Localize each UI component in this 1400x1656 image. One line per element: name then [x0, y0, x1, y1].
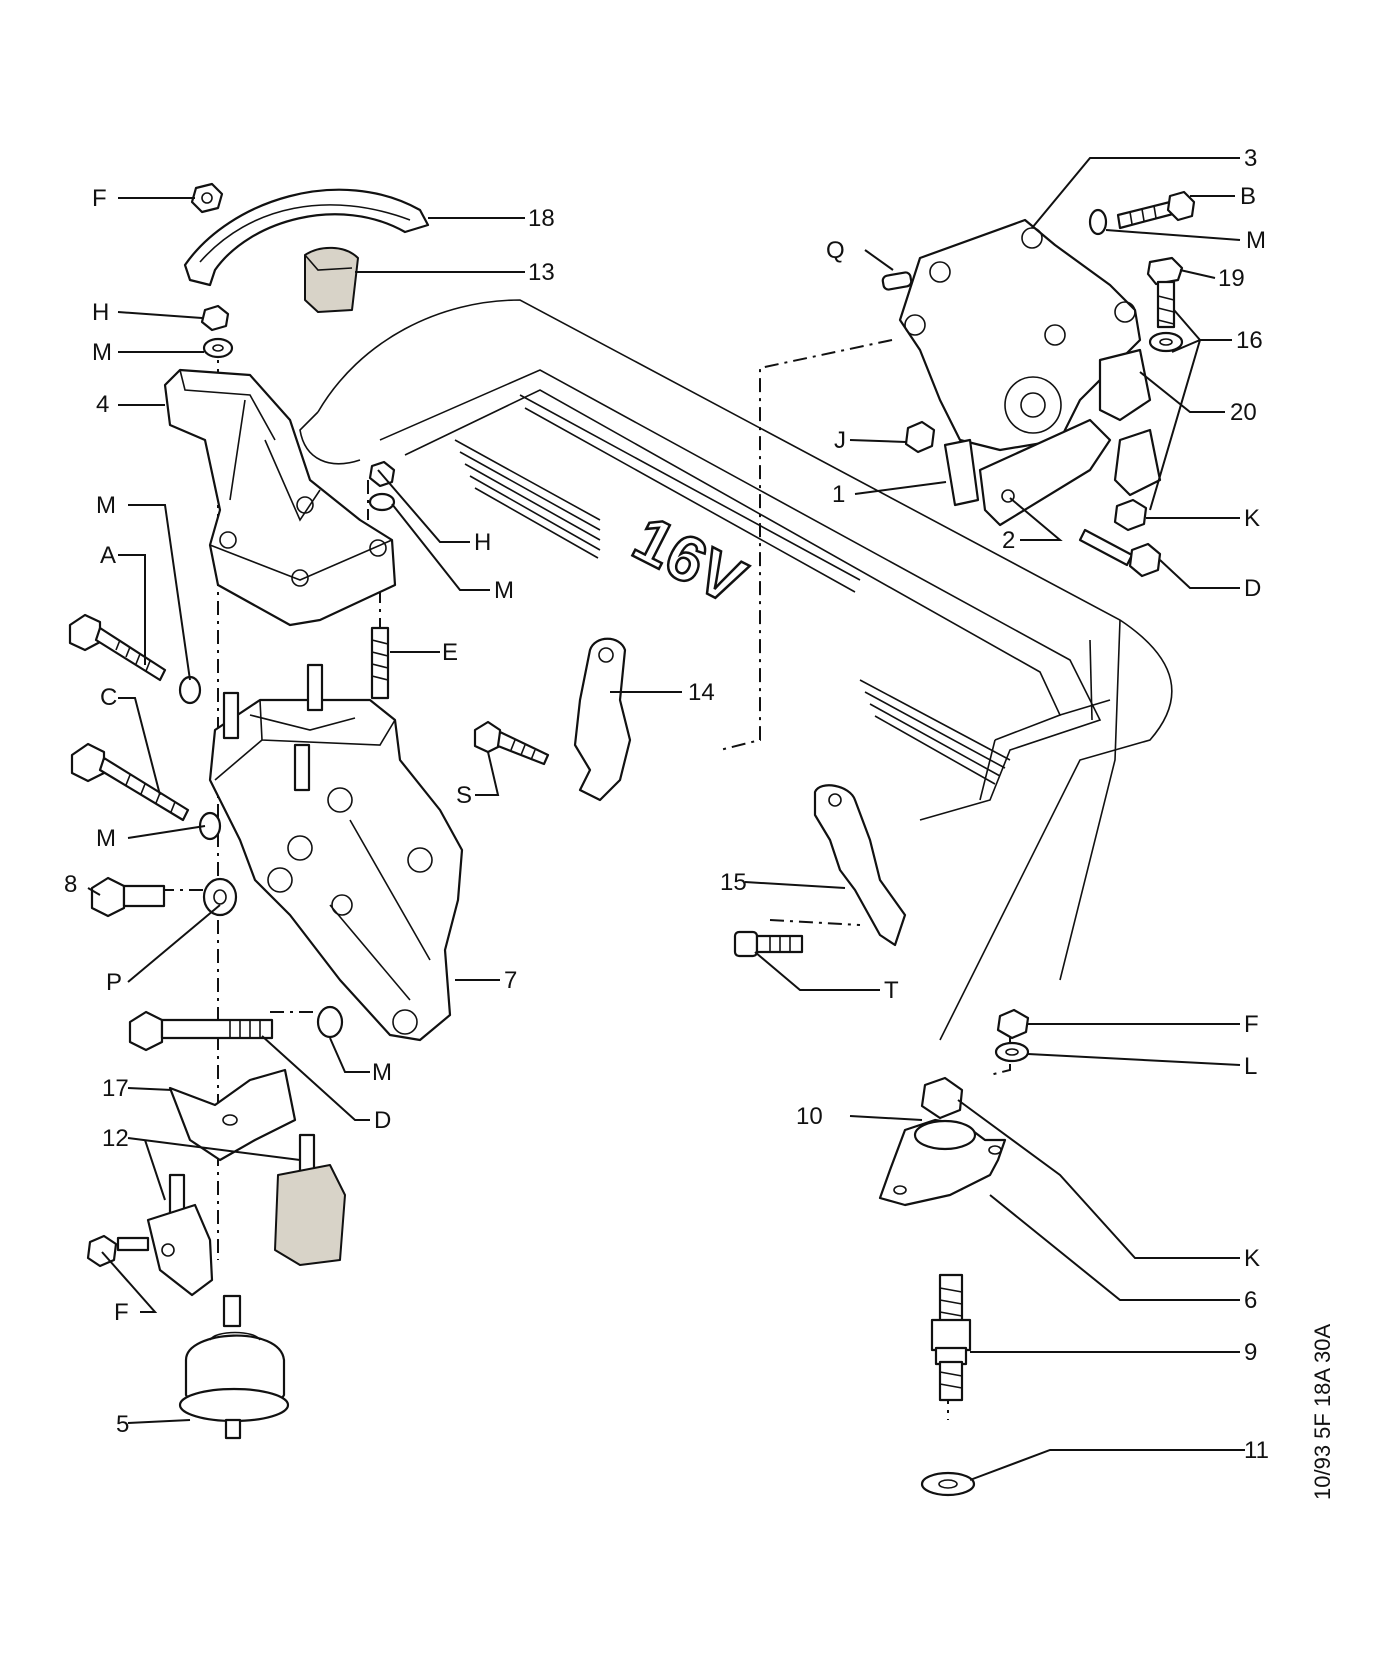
part-1-plate [943, 438, 980, 507]
part-S-bolt [473, 720, 550, 766]
label-14: 14 [688, 679, 715, 706]
label-E: E [442, 639, 458, 666]
label-M-bottom: M [372, 1059, 392, 1086]
part-T-bolt [733, 930, 804, 958]
part-Q-pin [881, 271, 913, 291]
label-17: 17 [102, 1075, 129, 1102]
callout-labels: F 18 13 H M 4 M A H M E C M 8 P 7 M 17 D… [64, 145, 1269, 1464]
label-19: 19 [1218, 265, 1245, 292]
part-C-bolt [70, 742, 190, 822]
part-M-washer-B [1088, 208, 1108, 236]
part-11-washer [920, 1471, 976, 1497]
label-2: 2 [1002, 527, 1015, 554]
label-1: 1 [832, 481, 845, 508]
part-18-strap [183, 188, 430, 287]
part-15-bracket [813, 784, 907, 947]
label-M-left-lower: M [96, 825, 116, 852]
label-10: 10 [796, 1103, 823, 1130]
label-20: 20 [1230, 399, 1257, 426]
part-E-stud [370, 626, 390, 700]
part-M-washer-right [368, 492, 396, 512]
label-5: 5 [116, 1411, 129, 1438]
label-M-left-top: M [92, 339, 112, 366]
label-15: 15 [720, 869, 747, 896]
part-13-rubber-block [304, 246, 359, 313]
label-8: 8 [64, 871, 77, 898]
part-10-mount [878, 1118, 1007, 1207]
label-S: S [456, 782, 472, 809]
part-P-washer [202, 877, 238, 917]
engine-cover [299, 299, 1173, 1041]
part-8-bolt [90, 876, 166, 918]
part-L-washer [994, 1041, 1030, 1063]
label-J: J [834, 427, 846, 454]
label-6: 6 [1244, 1287, 1257, 1314]
part-B-bolt [1116, 190, 1196, 230]
label-T: T [884, 977, 899, 1004]
part-M-lockwasher-A [178, 675, 202, 705]
part-3-upper-bracket-right [898, 218, 1142, 452]
part-2-link [978, 418, 1112, 527]
part-4-upper-bracket [163, 368, 397, 627]
label-18: 18 [528, 205, 555, 232]
part-F-nut-top [190, 182, 224, 214]
label-H-right: H [474, 529, 491, 556]
part-7-main-bracket [208, 663, 464, 1042]
label-11: 11 [1244, 1437, 1269, 1464]
label-F-top: F [92, 185, 107, 212]
label-L: L [1244, 1053, 1257, 1080]
label-4: 4 [96, 391, 109, 418]
part-K-nut-upper [1113, 498, 1148, 532]
label-F-bottom: F [114, 1299, 129, 1326]
part-J-nut [904, 420, 936, 454]
label-D-right: D [1244, 575, 1261, 602]
label-3: 3 [1244, 145, 1257, 172]
label-16: 16 [1236, 327, 1263, 354]
label-D-left: D [374, 1107, 391, 1134]
drawing-reference: 10/93 5F 18A 30A [1310, 1324, 1335, 1500]
label-12: 12 [102, 1125, 129, 1152]
label-K-upper: K [1244, 505, 1260, 532]
part-12-rubber-mount-right [274, 1133, 346, 1266]
part-16-washer [1148, 331, 1184, 353]
part-F-nut-right [996, 1008, 1030, 1040]
part-M-washer-left [202, 337, 234, 359]
leader-lines [87, 157, 1245, 1481]
label-Q: Q [826, 237, 845, 264]
part-D-bolt-lower [128, 1010, 274, 1052]
label-B: B [1240, 183, 1256, 210]
part-D-bolt-upper [1078, 528, 1162, 578]
label-P: P [106, 969, 122, 996]
part-9-stud [930, 1273, 972, 1402]
engine-badge: 16V [622, 502, 756, 618]
label-K-lower: K [1244, 1245, 1260, 1272]
part-F-nut-lower-left [86, 1234, 150, 1268]
label-9: 9 [1244, 1339, 1257, 1366]
label-H-left: H [92, 299, 109, 326]
part-K-nut-lower [920, 1076, 964, 1120]
part-A-bolt [68, 613, 167, 682]
part-19-bolt [1146, 256, 1184, 329]
label-M-right-upper: M [1246, 227, 1266, 254]
label-M-left-mid: M [96, 492, 116, 519]
part-5-engine-mount [178, 1294, 290, 1440]
label-A: A [100, 542, 116, 569]
part-12-rubber-mount-left [146, 1173, 214, 1297]
part-20-bushing [1098, 348, 1162, 497]
label-13: 13 [528, 259, 555, 286]
part-14-bracket [573, 637, 632, 802]
part-M-washer-D [316, 1005, 344, 1039]
part-H-nut-left [200, 304, 230, 332]
label-7: 7 [504, 967, 517, 994]
label-C: C [100, 684, 117, 711]
label-M-right-top: M [494, 577, 514, 604]
label-F-right: F [1244, 1011, 1259, 1038]
